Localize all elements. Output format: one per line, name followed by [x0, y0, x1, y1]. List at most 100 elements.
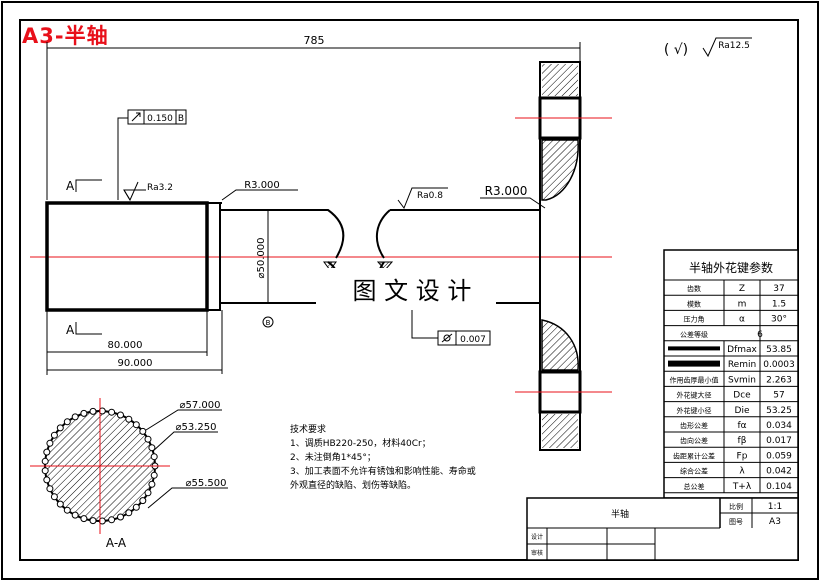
spline-param-name: 总公差 — [684, 482, 705, 491]
section-cut-top: A — [66, 179, 75, 193]
spline-tooth — [43, 476, 51, 484]
spline-tooth — [144, 435, 152, 443]
size-label: 图号 — [729, 518, 743, 526]
spline-param-value: 0.017 — [766, 436, 792, 446]
spline-tooth — [71, 413, 79, 421]
spline-tooth — [139, 497, 147, 505]
dim-shaft-diameter: ⌀50.000 — [256, 237, 267, 278]
notes-heading: 技术要求 — [290, 423, 326, 435]
spline-tooth — [80, 515, 88, 523]
spline-param-name: 综合公差 — [680, 467, 708, 476]
shaft-view: 785 80.000 90.000 ⌀50.000 B R3.000 R3.00… — [30, 34, 612, 451]
spline-param-value: 53.85 — [766, 345, 792, 355]
line-weight-bar — [668, 346, 720, 351]
line-weight-bar — [668, 360, 720, 367]
size-value: A3 — [769, 517, 781, 527]
finish-general-value: Ra12.5 — [718, 41, 750, 51]
notes-line-1: 1、调质HB220-250，材料40Cr； — [290, 437, 431, 449]
spline-param-symbol: Fp — [737, 451, 748, 461]
sheet-title: A3-半轴 — [22, 24, 109, 48]
spline-param-name: 齿距累计公差 — [673, 451, 715, 460]
dim-body-length: 90.000 — [118, 358, 153, 369]
spline-tooth — [117, 513, 124, 521]
spline-tooth — [71, 511, 79, 519]
spline-tooth — [89, 407, 97, 415]
spline-tooth — [132, 421, 140, 429]
spline-param-name: 公差等级 — [680, 330, 708, 339]
section-cut-bottom: A — [66, 323, 75, 337]
spline-param-value: 37 — [773, 284, 784, 294]
flange — [515, 61, 612, 451]
runout-value: 0.150 — [147, 114, 173, 124]
spline-tooth — [98, 407, 106, 415]
section-view-label: A-A — [106, 536, 127, 550]
spline-param-value: 30° — [771, 315, 787, 325]
spline-tooth — [46, 485, 54, 493]
spline-param-symbol: Remin — [728, 360, 756, 370]
dim-bore-length: 80.000 — [108, 340, 143, 351]
spline-tooth — [125, 415, 133, 423]
spline-tooth — [43, 448, 51, 456]
spline-param-value: 0.034 — [766, 421, 792, 431]
fillet-left: R3.000 — [244, 180, 280, 191]
spline-param-name: 模数 — [687, 299, 701, 308]
datum-b-label: B — [266, 319, 271, 327]
spline-tooth — [41, 457, 49, 465]
fillet-right: R3.000 — [485, 184, 528, 198]
dim-measure-diameter: ⌀55.500 — [185, 478, 226, 489]
spline-tooth — [41, 467, 49, 475]
spline-param-value: 0.042 — [766, 467, 792, 477]
spline-tooth — [139, 427, 147, 435]
spline-tooth — [148, 480, 156, 488]
spline-tooth — [144, 489, 152, 497]
spline-param-symbol: Z — [739, 284, 745, 294]
notes-line-4: 外观直径的缺陷、划伤等缺陷。 — [290, 479, 416, 491]
runout-datum: B — [178, 114, 184, 124]
spline-param-name: 压力角 — [684, 315, 705, 324]
spline-tooth — [80, 409, 88, 417]
cylindricity-value: 0.007 — [460, 335, 486, 345]
spline-param-symbol: T+λ — [732, 482, 752, 492]
spline-tooth — [117, 411, 124, 419]
notes-line-2: 2、未注倒角1*45°； — [290, 451, 376, 463]
spline-param-name: 齿形公差 — [680, 421, 708, 430]
part-name: 半轴 — [611, 508, 629, 520]
spline-tooth — [50, 493, 58, 501]
spline-tooth — [148, 444, 156, 452]
finish-bore: Ra3.2 — [147, 183, 173, 193]
dim-overall-length: 785 — [304, 34, 325, 47]
spline-param-symbol: fα — [737, 421, 746, 431]
spline-param-value: 57 — [773, 391, 784, 401]
spline-param-value: 0.0003 — [763, 360, 795, 370]
spline-param-symbol: Dce — [733, 391, 751, 401]
design-label: 设计 — [531, 533, 543, 541]
dim-pitch-diameter: ⌀53.250 — [175, 422, 216, 433]
spline-tooth — [150, 453, 158, 461]
finish-shaft: Ra0.8 — [417, 191, 443, 201]
notes-line-3: 3、加工表面不允许有锈蚀和影响性能、寿命或 — [290, 465, 476, 477]
spline-param-value: 2.263 — [766, 375, 792, 385]
scale-label: 比例 — [729, 502, 743, 511]
technical-notes: 技术要求 1、调质HB220-250，材料40Cr； 2、未注倒角1*45°； … — [290, 423, 476, 491]
spline-param-symbol: fβ — [738, 436, 747, 446]
spline-param-symbol: Svmin — [728, 375, 756, 385]
spline-tooth — [108, 516, 116, 524]
watermark: 图 文 设 计 — [353, 277, 472, 305]
spline-tooth — [125, 509, 133, 517]
spline-param-name: 齿向公差 — [680, 436, 708, 445]
spline-param-symbol: α — [739, 315, 745, 325]
spline-tooth — [150, 471, 158, 479]
check-label: 审核 — [531, 549, 543, 557]
spline-tooth — [108, 408, 116, 416]
spline-param-value: 6 — [757, 330, 763, 340]
spline-tooth — [50, 431, 58, 439]
spline-param-value: 0.059 — [766, 451, 792, 461]
spline-tooth — [56, 500, 64, 508]
spline-param-name: 作用齿厚最小值 — [670, 375, 719, 384]
spline-param-symbol: Die — [735, 406, 750, 416]
dim-outer-diameter: ⌀57.000 — [179, 400, 220, 411]
body-collar — [206, 202, 221, 311]
